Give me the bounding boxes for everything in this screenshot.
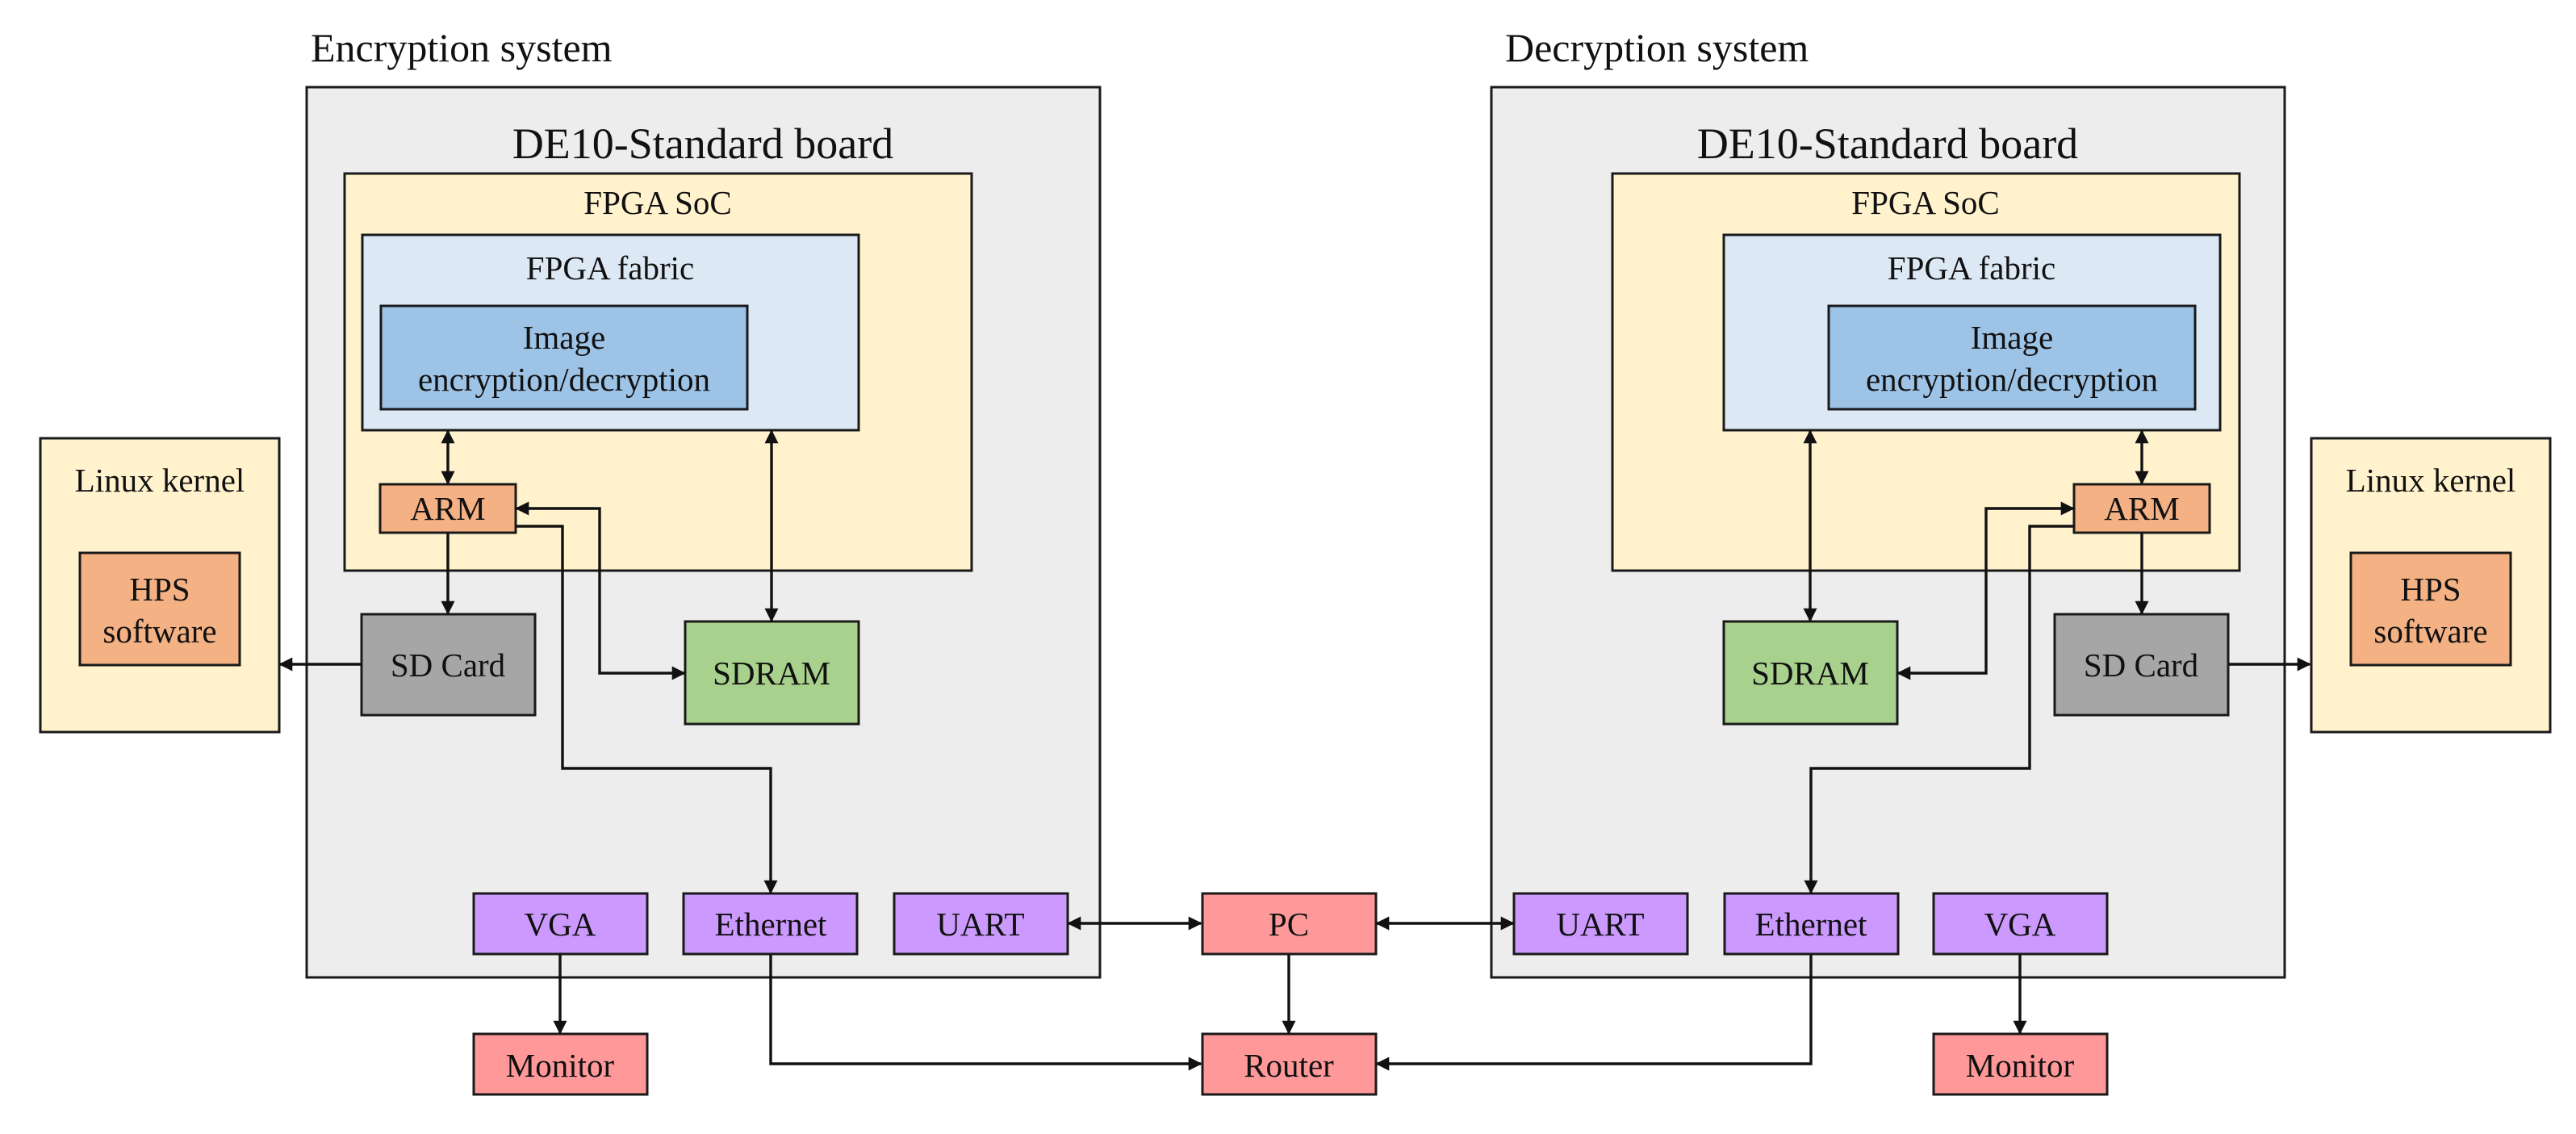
- encryption-ethernet-block: [682, 892, 859, 956]
- decryption-monitor-block: [1932, 1032, 2109, 1096]
- enc-arm-ethernet-arrow: [516, 525, 778, 894]
- encryption-uart-block: [893, 892, 1069, 956]
- decryption-hps-label-line1: HPS: [2400, 571, 2461, 608]
- dec-arm-sdram-arrow: [1896, 501, 2075, 680]
- encryption-ip-block: [379, 304, 749, 411]
- decryption-ip-label-line1: Image: [1971, 319, 2053, 356]
- decryption-arm-label: ARM: [2104, 490, 2179, 527]
- router-label: Router: [1244, 1047, 1334, 1084]
- decryption-ip-block: [1827, 304, 2197, 411]
- decryption-board-label: DE10-Standard board: [1697, 119, 2078, 168]
- dec-arm-ethernet-arrow: [1804, 525, 2073, 894]
- decryption-uart-label: UART: [1556, 906, 1644, 943]
- decryption-ethernet-label: Ethernet: [1755, 906, 1867, 943]
- encryption-uart-label: UART: [936, 906, 1024, 943]
- encryption-hps-software-block: [78, 551, 241, 667]
- encryption-ip-label-line2: encryption/decryption: [418, 361, 710, 398]
- decryption-uart-block: [1512, 892, 1689, 956]
- encryption-ip-label-line1: Image: [523, 319, 605, 356]
- decryption-sdram-label: SDRAM: [1751, 655, 1869, 692]
- encryption-vga-label: VGA: [525, 906, 596, 943]
- dec-ethernet-router-arrow: [1375, 955, 1813, 1071]
- encryption-hps-label-line2: software: [102, 613, 216, 650]
- encryption-sdcard-label: SD Card: [391, 647, 505, 684]
- encryption-vga-block: [472, 892, 649, 956]
- decryption-sdcard-label: SD Card: [2084, 647, 2198, 684]
- encryption-arm-label: ARM: [410, 490, 485, 527]
- encryption-ethernet-label: Ethernet: [715, 906, 827, 943]
- decryption-vga-block: [1932, 892, 2109, 956]
- decryption-vga-label: VGA: [1984, 906, 2056, 943]
- encryption-soc-label: FPGA SoC: [583, 184, 731, 221]
- encryption-system-title: Encryption system: [311, 25, 613, 70]
- decryption-kernel-label: Linux kernel: [2346, 462, 2516, 499]
- encryption-sdram-block: [684, 620, 860, 726]
- decryption-hps-software-block: [2349, 551, 2512, 667]
- decryption-ip-label-line2: encryption/decryption: [1866, 361, 2158, 398]
- decryption-system-title: Decryption system: [1505, 25, 1809, 70]
- enc-arm-sdram-arrow: [515, 501, 686, 680]
- router-block: [1201, 1032, 1378, 1096]
- encryption-monitor-label: Monitor: [506, 1047, 615, 1084]
- decryption-monitor-label: Monitor: [1966, 1047, 2075, 1084]
- decryption-fabric-label: FPGA fabric: [1888, 249, 2055, 287]
- encryption-hps-label-line1: HPS: [129, 571, 190, 608]
- encryption-sdram-label: SDRAM: [713, 655, 830, 692]
- encryption-sdcard-block: [360, 613, 537, 717]
- decryption-hps-label-line2: software: [2373, 613, 2487, 650]
- enc-ethernet-router-arrow: [769, 955, 1202, 1071]
- pc-label: PC: [1269, 906, 1309, 943]
- encryption-arm-block: [378, 483, 517, 534]
- encryption-fabric-label: FPGA fabric: [526, 249, 694, 287]
- encryption-board-label: DE10-Standard board: [512, 119, 893, 168]
- encryption-monitor-block: [472, 1032, 649, 1096]
- decryption-soc-label: FPGA SoC: [1851, 184, 1999, 221]
- encryption-kernel-label: Linux kernel: [75, 462, 245, 499]
